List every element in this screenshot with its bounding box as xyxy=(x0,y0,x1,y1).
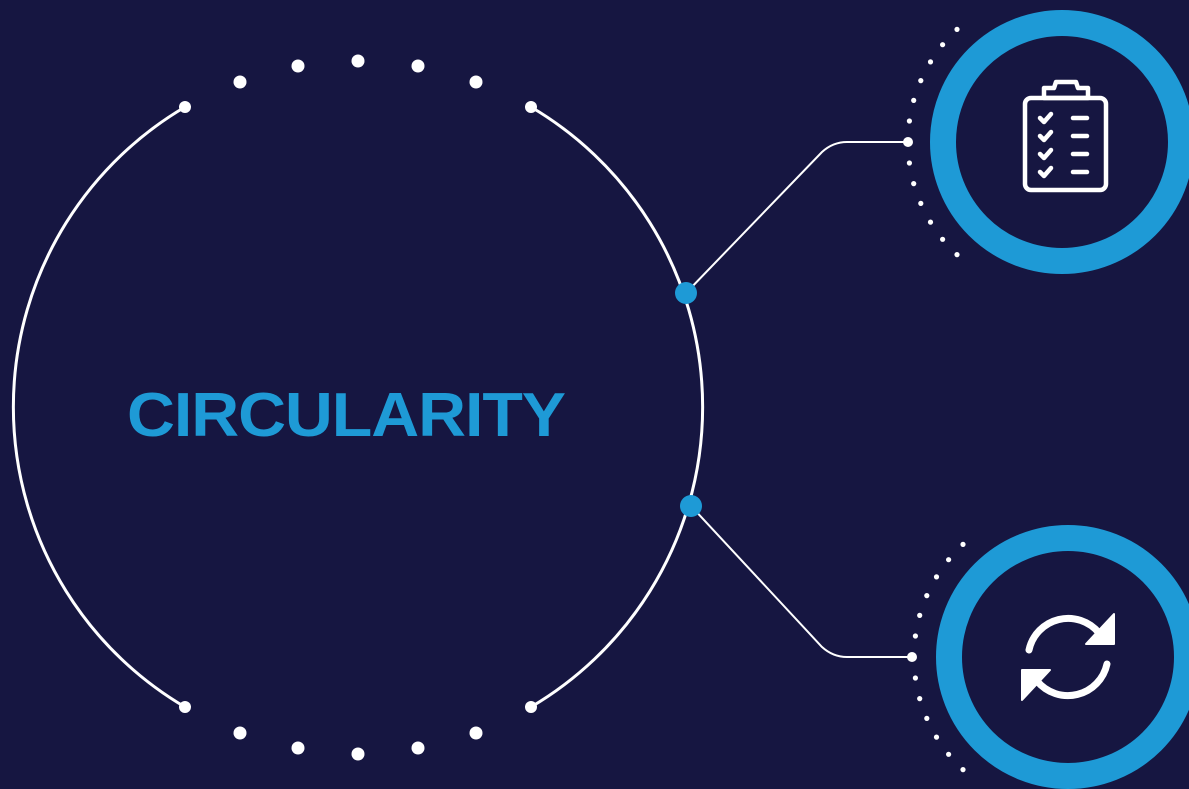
arc-dot xyxy=(927,219,934,225)
gap-dot xyxy=(233,75,247,89)
gap-dot xyxy=(469,75,483,89)
main-circle-right-arc xyxy=(530,105,705,709)
bottom-dotted-gap xyxy=(233,726,483,761)
arc-dot xyxy=(911,181,917,187)
clipboard-clip xyxy=(1041,79,1091,101)
recycle-node-ring xyxy=(936,525,1189,789)
arc-dot xyxy=(933,734,940,740)
recycle-dotted-arc xyxy=(911,541,966,773)
main-circle-left-arc xyxy=(11,105,186,709)
arc-dot xyxy=(911,654,917,660)
refresh-arrowhead-bottom xyxy=(1021,669,1051,701)
clipboard-checklist-icon xyxy=(1022,79,1109,193)
check-mark xyxy=(1037,165,1054,179)
connector-to-checklist xyxy=(685,141,908,294)
gap-dot xyxy=(411,741,425,755)
connector-anchor-dot xyxy=(675,282,697,304)
arc-dot xyxy=(940,236,946,242)
arc-end-dot xyxy=(525,101,537,113)
checklist-dotted-arc xyxy=(905,26,960,258)
arc-dot xyxy=(954,252,960,258)
arc-dot xyxy=(911,97,917,103)
gap-dot xyxy=(411,59,425,73)
check-mark xyxy=(1037,111,1054,125)
refresh-arc-top xyxy=(1025,614,1103,654)
diagram-title: CIRCULARITY xyxy=(127,381,566,450)
check-mark xyxy=(1037,147,1054,161)
arc-dot xyxy=(927,59,934,65)
check-mark xyxy=(1037,129,1054,143)
checklist-node xyxy=(930,10,1189,274)
refresh-arrowhead-top xyxy=(1085,613,1115,645)
arc-dot xyxy=(924,593,930,599)
connector-to-recycle xyxy=(690,505,912,658)
arc-dot xyxy=(912,675,919,681)
arc-dot xyxy=(946,751,952,757)
arc-dot xyxy=(918,78,924,84)
arc-dot xyxy=(906,160,913,166)
arc-dot xyxy=(954,26,960,32)
arc-dot xyxy=(946,557,952,563)
gap-dot xyxy=(233,726,247,740)
gap-dot xyxy=(351,747,365,761)
arc-end-dot xyxy=(179,701,191,713)
arc-dot xyxy=(918,200,924,206)
arc-dot xyxy=(924,715,930,722)
connector-anchor-dot xyxy=(680,495,702,517)
refresh-arrows-icon xyxy=(1021,613,1115,701)
recycle-node xyxy=(936,525,1189,789)
arc-dot xyxy=(940,42,946,48)
arc-dot xyxy=(906,118,913,124)
arc-dot xyxy=(960,541,966,548)
arc-end-dot xyxy=(179,101,191,113)
gap-dot xyxy=(351,54,365,68)
gap-dot xyxy=(469,726,483,740)
gap-dot xyxy=(291,741,305,755)
arc-dot xyxy=(933,574,940,580)
refresh-arc-bottom xyxy=(1033,660,1111,700)
arc-dot xyxy=(912,633,919,639)
arc-dot xyxy=(917,612,923,619)
gap-dot xyxy=(291,59,305,73)
arc-end-dot xyxy=(525,701,537,713)
checklist-node-ring xyxy=(930,10,1189,274)
arc-dot xyxy=(960,767,966,773)
arc-dot xyxy=(917,696,923,702)
top-dotted-gap xyxy=(233,54,483,89)
arc-dot xyxy=(905,139,911,145)
